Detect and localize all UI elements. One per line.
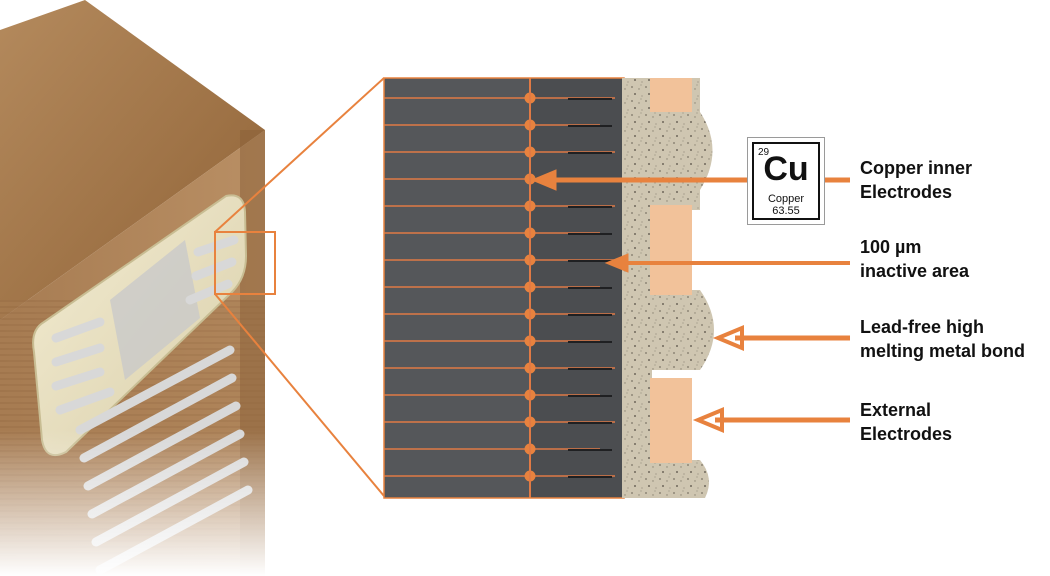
label-copper-inner-electrodes: Copper inner Electrodes: [860, 156, 972, 204]
zoom-highlight-box: [214, 231, 276, 295]
capacitor-top-face: [0, 0, 265, 320]
atomic-mass: 63.55: [772, 205, 800, 217]
zoom-connector-bottom: [214, 293, 385, 497]
element-symbol: Cu: [763, 150, 809, 188]
arrow-copper-inner-head: [530, 169, 557, 191]
external-electrode-2: [650, 205, 692, 295]
zoom-connector-top: [214, 77, 385, 233]
label-external-electrodes: External Electrodes: [860, 398, 952, 446]
label-line: Copper inner: [860, 158, 973, 178]
metal-bond-base: [622, 78, 652, 498]
inner-electrode-lines: [384, 97, 615, 478]
metal-bond-and-external-electrode: [622, 78, 714, 498]
arrow-metal-bond-head: [712, 325, 744, 351]
atomic-number: 29: [758, 147, 770, 158]
label-line: 100 µm: [860, 237, 922, 257]
label-line: melting metal bond: [860, 341, 1026, 361]
label-line: Electrodes: [860, 182, 953, 202]
copper-element-tile-border: 29 Cu Copper 63.55: [752, 142, 820, 220]
label-line: External: [860, 400, 932, 420]
callout-arrows: [530, 169, 850, 433]
capacitor-body: [0, 0, 276, 576]
copper-element-tile: 29 Cu Copper 63.55: [747, 137, 825, 225]
metal-bond-lobe-3: [650, 460, 709, 498]
label-line: Electrodes: [860, 424, 953, 444]
arrow-inactive-area-head: [604, 253, 629, 273]
cross-section-panel: [384, 78, 624, 498]
metal-bond-lobe-2: [650, 290, 714, 370]
label-line: Lead-free high: [860, 317, 985, 337]
external-electrode-3: [650, 378, 692, 463]
bottom-fade: [0, 430, 270, 576]
termination-pad-center: [110, 240, 200, 380]
arrow-external-electrode-head: [692, 407, 724, 433]
external-electrode-1: [650, 78, 692, 112]
element-name: Copper: [767, 193, 805, 205]
label-metal-bond: Lead-free high melting metal bond: [860, 315, 1025, 363]
label-inactive-area: 100 µm inactive area: [860, 235, 969, 283]
label-line: inactive area: [860, 261, 970, 281]
